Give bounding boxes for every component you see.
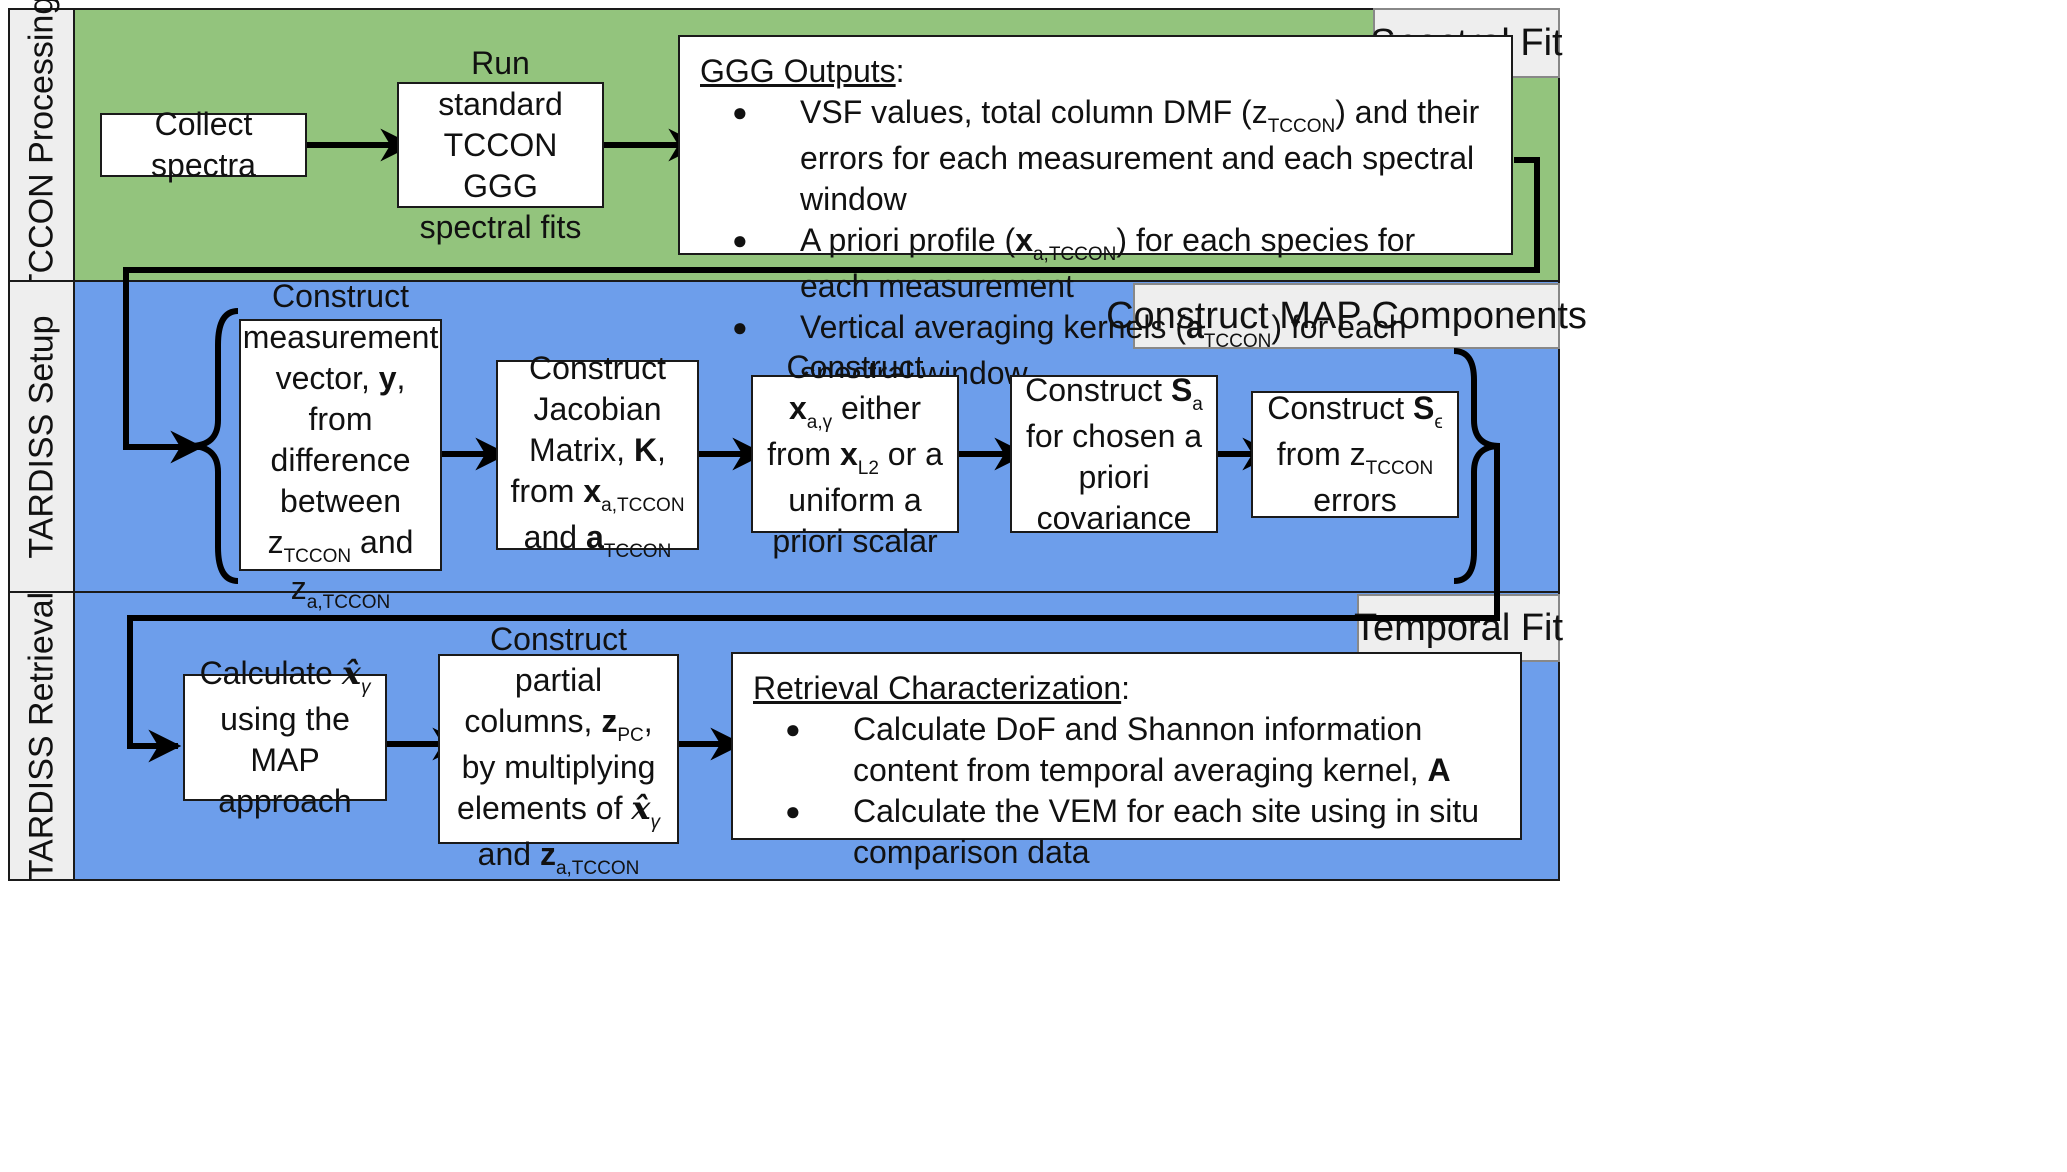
- jacobian-text: Construct Jacobian Matrix, K, from xa,TC…: [510, 349, 685, 562]
- lane-label-tardiss-retrieval: TARDISS Retrieval: [8, 591, 75, 881]
- retrieval-characterization-list: ●Calculate DoF and Shannon information c…: [753, 709, 1500, 873]
- collect-spectra-text: Collect spectra: [151, 106, 256, 183]
- sa-text: Construct Sa for chosen a priori covaria…: [1025, 371, 1203, 536]
- run-ggg-box: Run standard TCCON GGG spectral fits: [397, 45, 604, 245]
- xa-gamma-text: Construct xa,γ either from xL2 or a unif…: [767, 348, 943, 559]
- ggg-outputs-box: GGG Outputs: ●VSF values, total column D…: [678, 35, 1513, 391]
- partial-columns-text: Construct partial columns, zPC, by multi…: [457, 620, 660, 879]
- se-box: Construct Sϵ from zTCCON errors: [1251, 390, 1459, 518]
- connector-outputs-to-setup: [123, 157, 1540, 464]
- ggg-outputs-list: ●VSF values, total column DMF (zTCCON) a…: [700, 92, 1491, 394]
- list-item: ●Vertical averaging kernels (aTCCON) for…: [732, 309, 1407, 391]
- ggg-outputs-heading: GGG Outputs: [700, 53, 896, 89]
- retrieval-characterization-heading: Retrieval Characterization: [753, 670, 1122, 706]
- lane-label-tccon-processing: TCCON Processing: [8, 0, 75, 294]
- sa-box: Construct Sa for chosen a priori covaria…: [1010, 372, 1218, 536]
- list-item: ●VSF values, total column DMF (zTCCON) a…: [732, 94, 1480, 217]
- calculate-xhat-text: Calculate x̂γ using the MAP approach: [199, 654, 371, 819]
- tab-temporal-fit: Temporal Fit: [1354, 594, 1563, 662]
- list-item: ●Calculate the VEM for each site using i…: [785, 793, 1480, 870]
- collect-spectra-box: Collect spectra: [100, 106, 307, 183]
- retrieval-characterization-box: Retrieval Characterization: ●Calculate D…: [731, 652, 1522, 870]
- measurement-vector-box: Construct measurement vector, y, from di…: [239, 278, 442, 613]
- list-item: ●A priori profile (xa,TCCON) for each sp…: [732, 222, 1416, 304]
- partial-columns-box: Construct partial columns, zPC, by multi…: [438, 621, 679, 879]
- run-ggg-text: Run standard TCCON GGG spectral fits: [419, 44, 582, 245]
- calculate-xhat-box: Calculate x̂γ using the MAP approach: [183, 654, 387, 819]
- tab-construct-map-components: Construct MAP Components: [1106, 283, 1587, 349]
- xa-gamma-box: Construct xa,γ either from xL2 or a unif…: [751, 349, 959, 559]
- lane-label-tardiss-setup: TARDISS Setup: [8, 280, 75, 593]
- list-item: ●Calculate DoF and Shannon information c…: [785, 711, 1451, 788]
- left-brace: [189, 308, 239, 584]
- jacobian-box: Construct Jacobian Matrix, K, from xa,TC…: [496, 350, 699, 562]
- measurement-vector-text: Construct measurement vector, y, from di…: [242, 278, 439, 613]
- connector-setup-to-retrieval: [127, 446, 1500, 763]
- se-text: Construct Sϵ from zTCCON errors: [1267, 390, 1443, 518]
